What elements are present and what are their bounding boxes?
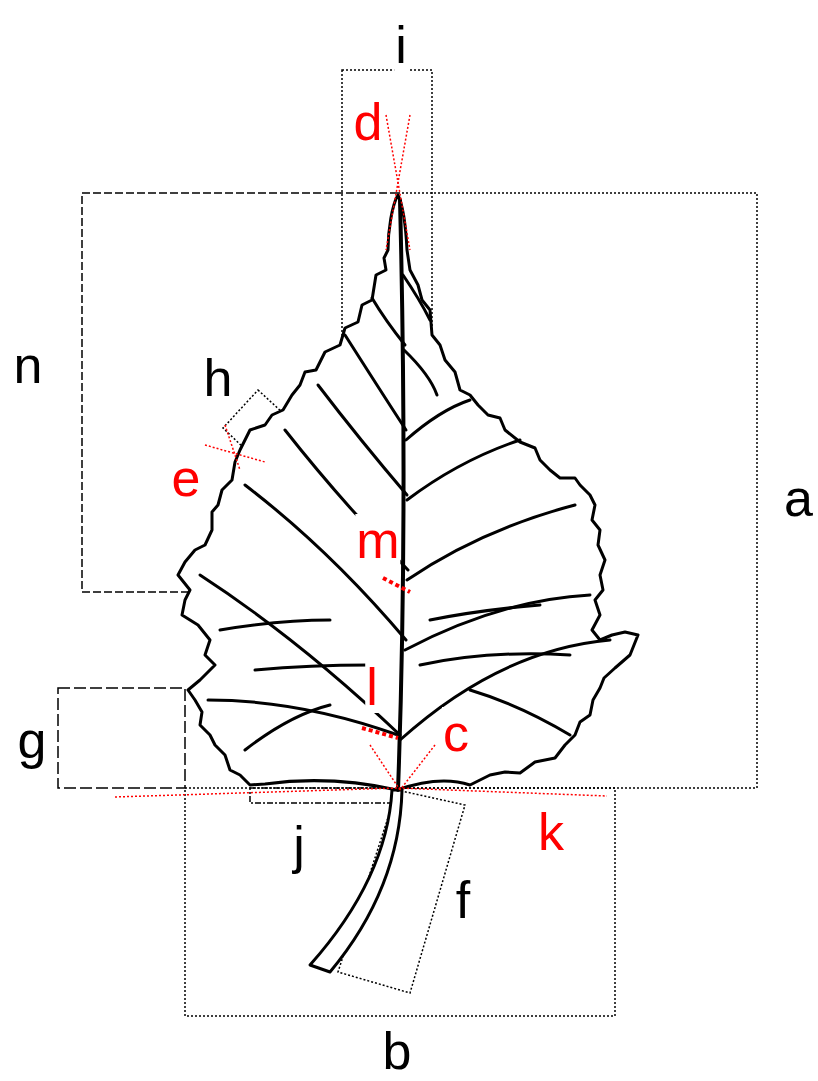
- callout-letter: k: [537, 806, 565, 858]
- callout-letter: n: [13, 339, 44, 391]
- measure-boxes: [58, 70, 757, 1016]
- callout-letter: h: [203, 352, 234, 404]
- petiole: [310, 790, 402, 972]
- callout-letter: i: [394, 19, 408, 71]
- callout-letter: l: [365, 661, 379, 713]
- angle-guides: [115, 115, 607, 797]
- leaf-blade: [178, 195, 638, 790]
- callout-letter: e: [171, 452, 202, 504]
- callout-letter: a: [783, 472, 814, 524]
- callout-letter: d: [353, 96, 384, 148]
- callout-letter: c: [442, 707, 470, 759]
- callout-letter: f: [455, 874, 471, 926]
- leaf-veins: [200, 200, 610, 790]
- callout-letter: m: [355, 514, 400, 566]
- callout-letter: b: [382, 1025, 413, 1077]
- callout-letter: g: [17, 714, 48, 766]
- callout-letter: j: [292, 819, 306, 871]
- vein-angle-marks: [362, 578, 410, 738]
